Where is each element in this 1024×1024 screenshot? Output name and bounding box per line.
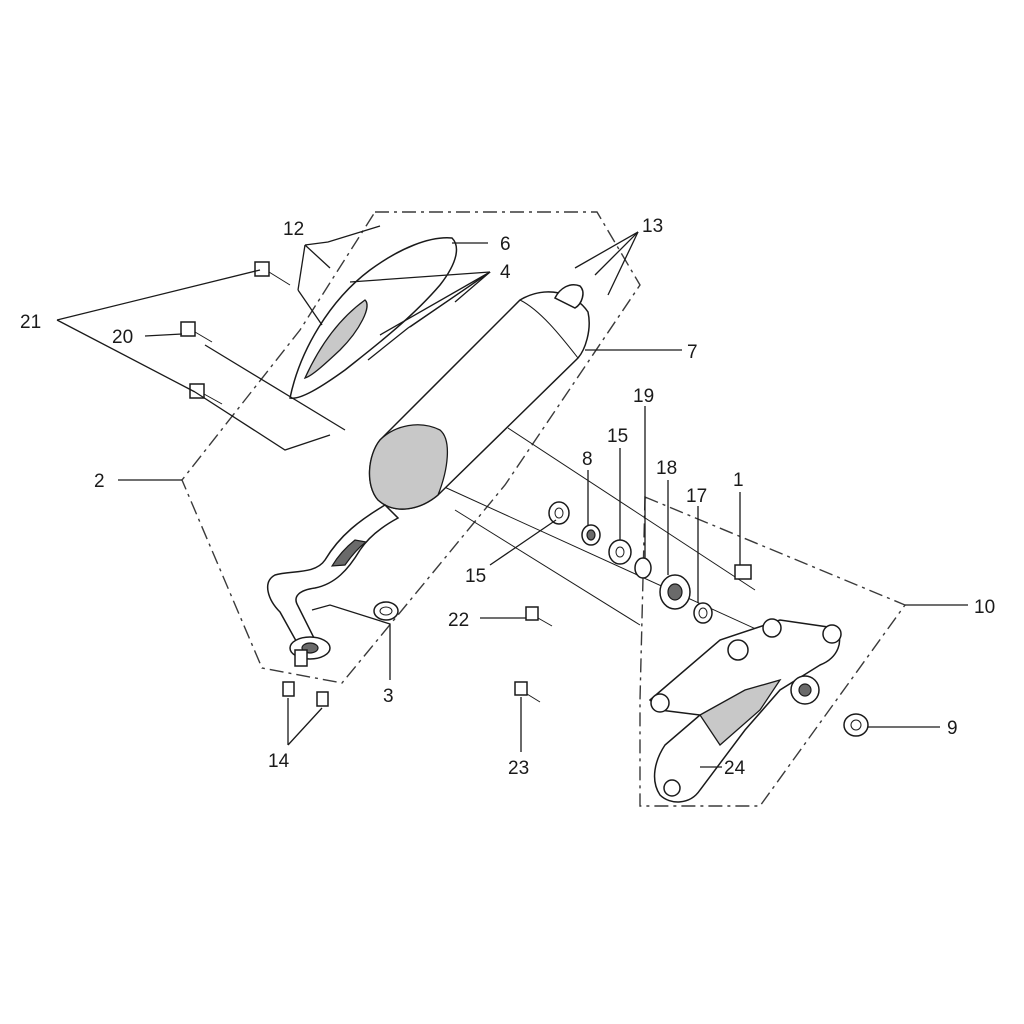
stud-nuts-14: [282, 681, 329, 707]
callout-15-left: 15: [465, 566, 486, 587]
collar-15-right: [608, 539, 632, 565]
leader-lines: [56, 225, 968, 768]
axis-line-lower: [454, 509, 641, 626]
bolt-20: [180, 321, 213, 343]
callout-9: 9: [947, 718, 958, 739]
callout-7: 7: [687, 342, 698, 363]
swing-arm: [648, 618, 842, 803]
bolt-23: [514, 681, 541, 703]
collar-15-left: [548, 501, 570, 525]
circlip-19: [634, 557, 652, 579]
callout-10: 10: [974, 597, 995, 618]
callout-19: 19: [633, 386, 654, 407]
muffler-body: [266, 284, 590, 667]
swingarm-group-boundary: [639, 495, 907, 807]
callout-17: 17: [686, 486, 707, 507]
callout-15-right: 15: [607, 426, 628, 447]
callout-6: 6: [500, 234, 511, 255]
axis-line-bracket: [507, 427, 756, 591]
nut-1: [734, 564, 752, 580]
callout-21: 21: [20, 312, 41, 333]
callout-1: 1: [733, 470, 744, 491]
washer-17: [693, 602, 713, 624]
callout-22: 22: [448, 610, 469, 631]
callout-labels: 1 2 3 4 6 7 8 9 10 12 13 14 15 15 17 18 …: [20, 216, 995, 779]
callout-12: 12: [283, 219, 304, 240]
axis-line-upper: [439, 484, 781, 641]
bolt-21-lower: [189, 383, 223, 405]
bolt-21-upper: [254, 261, 291, 286]
seal-8: [581, 524, 601, 546]
callout-13: 13: [642, 216, 663, 237]
heat-shield: [289, 237, 458, 399]
callout-8: 8: [582, 449, 593, 470]
callout-14: 14: [268, 751, 290, 772]
callout-3: 3: [383, 686, 394, 707]
callout-18: 18: [656, 458, 677, 479]
muffler-group-boundary: [181, 211, 641, 684]
gasket: [373, 601, 399, 621]
callout-2: 2: [94, 471, 105, 492]
bolt-22: [525, 606, 553, 627]
callout-20: 20: [112, 327, 133, 348]
callout-4: 4: [500, 262, 511, 283]
callout-24: 24: [724, 758, 746, 779]
bearing-18: [659, 574, 691, 610]
callout-23: 23: [508, 758, 529, 779]
bushing-9: [843, 713, 869, 737]
